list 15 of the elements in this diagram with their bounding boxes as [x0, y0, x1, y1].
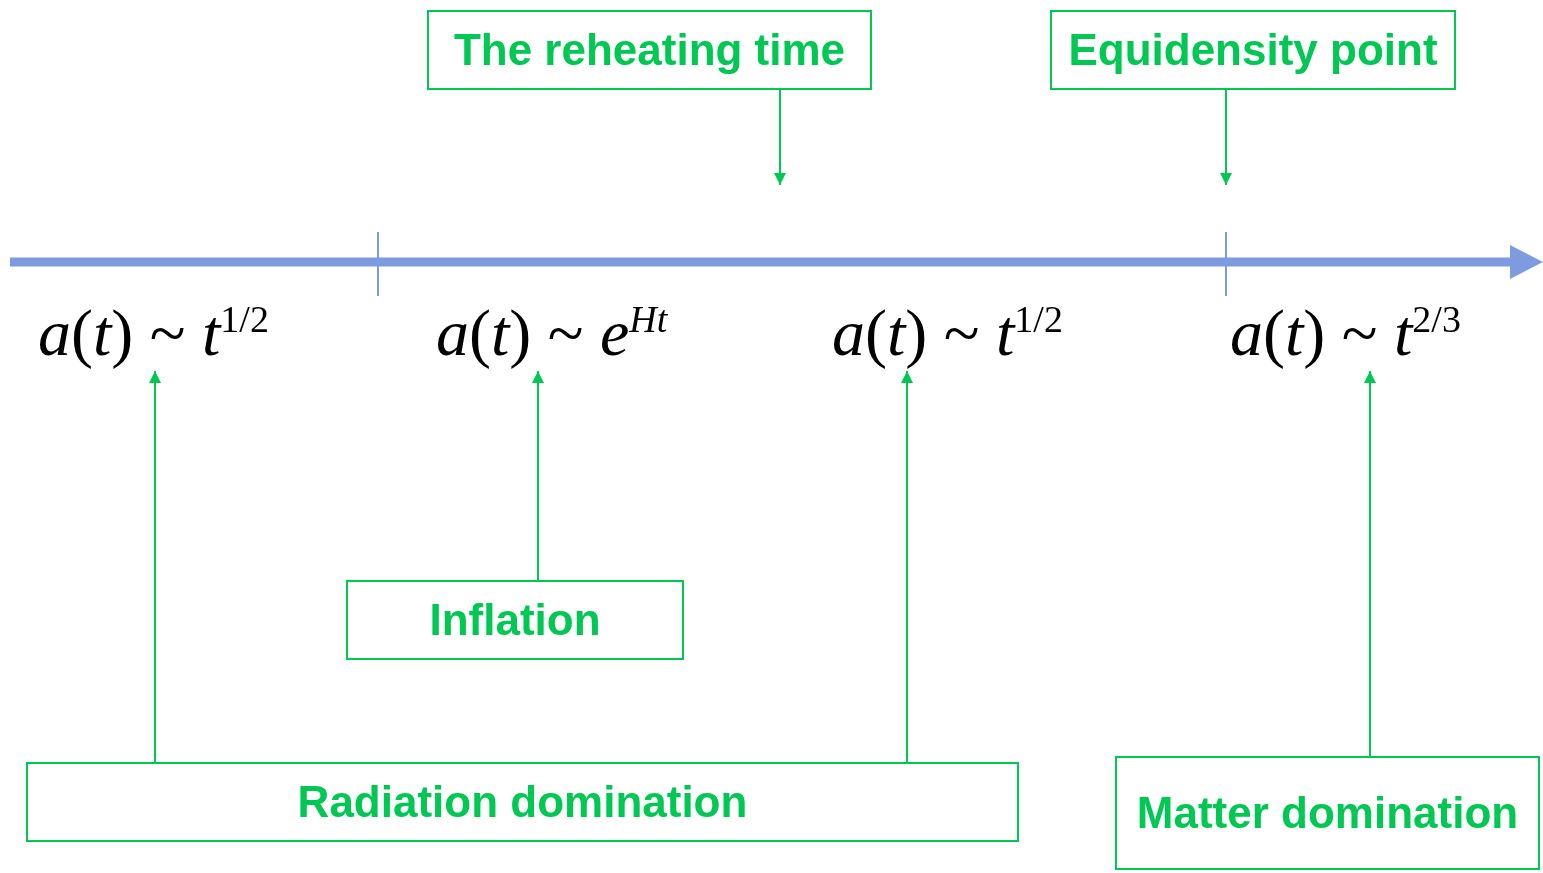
- arrow: [1364, 370, 1376, 757]
- label-box: Radiation domination: [26, 762, 1019, 842]
- arrow: [149, 370, 161, 763]
- formula: a(t) ~ t$^{1/2}$: [832, 295, 1063, 371]
- formula: a(t) ~ t$^{2/3}$: [1230, 295, 1461, 371]
- label-box: Matter domination: [1115, 756, 1540, 870]
- label-box: Inflation: [346, 580, 684, 660]
- arrow: [1220, 89, 1232, 186]
- formula: a(t) ~ t$^{1/2}$: [38, 295, 269, 371]
- formula: a(t) ~ e$^{Ht}$: [436, 295, 668, 371]
- arrow: [901, 370, 913, 763]
- arrow: [774, 89, 786, 186]
- label-box: Equidensity point: [1050, 10, 1456, 90]
- label-box: The reheating time: [427, 10, 872, 90]
- arrow: [532, 370, 544, 581]
